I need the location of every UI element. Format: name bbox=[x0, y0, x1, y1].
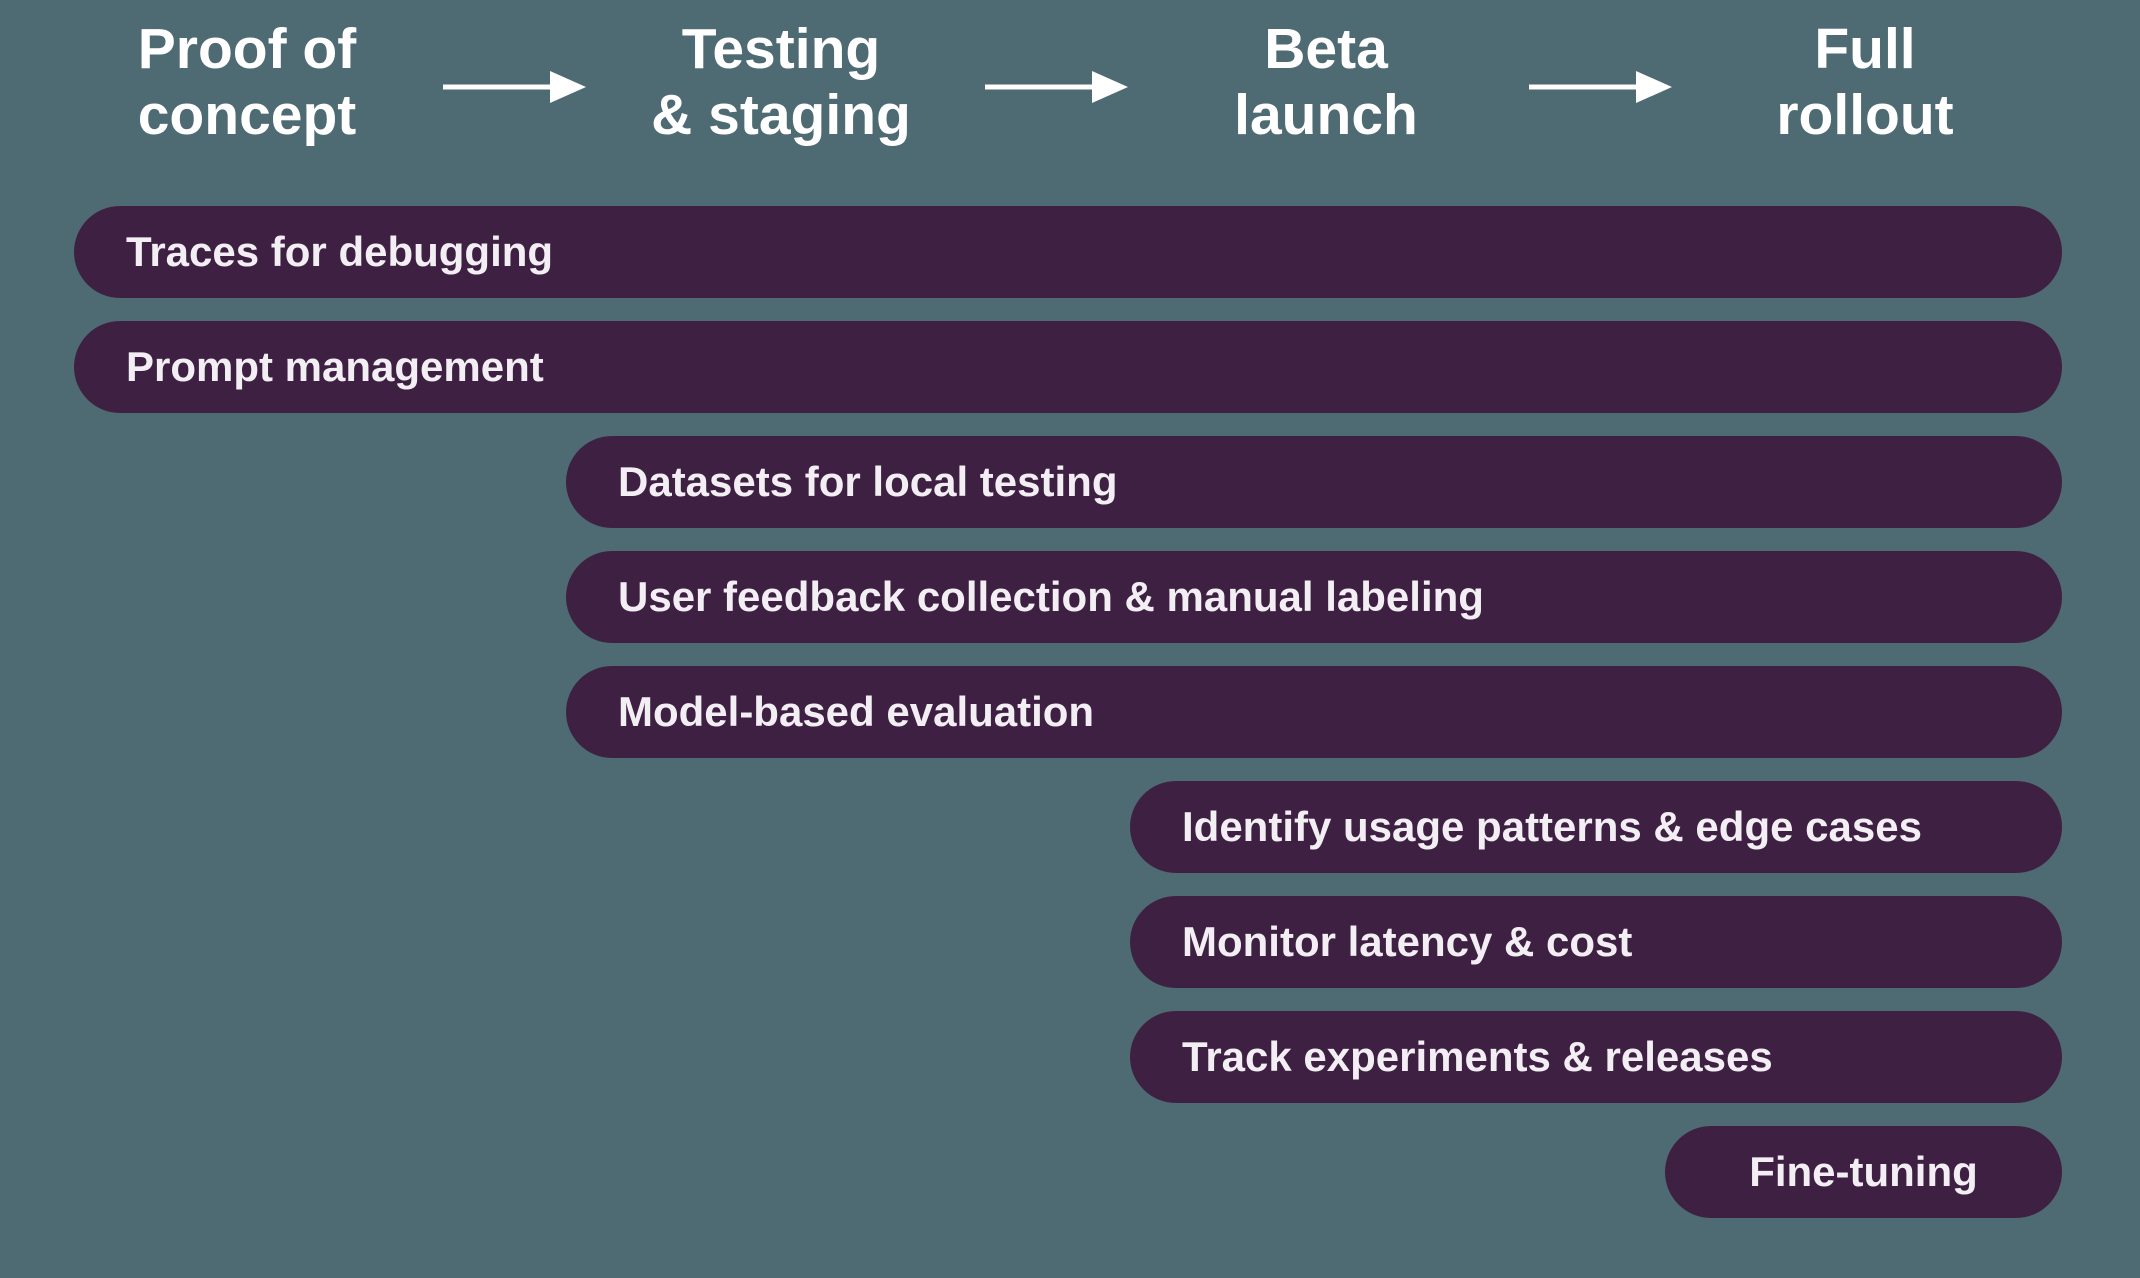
bar-identify-usage-patterns: Identify usage patterns & edge cases bbox=[1130, 781, 2062, 873]
bar-label: Identify usage patterns & edge cases bbox=[1182, 803, 1922, 850]
arrow-right-icon bbox=[985, 71, 1128, 103]
phase-header-full-rollout: Full rollout bbox=[1776, 17, 1954, 147]
bar-fine-tuning: Fine-tuning bbox=[1665, 1126, 2062, 1218]
bar-track-experiments-releases: Track experiments & releases bbox=[1130, 1011, 2062, 1103]
bar-label: Track experiments & releases bbox=[1182, 1033, 1773, 1080]
phase-header-beta-launch: Beta launch bbox=[1234, 17, 1418, 147]
bar-datasets-for-local-testing: Datasets for local testing bbox=[566, 436, 2062, 528]
bar-user-feedback-collection: User feedback collection & manual labeli… bbox=[566, 551, 2062, 643]
bar-model-based-evaluation: Model-based evaluation bbox=[566, 666, 2062, 758]
bar-label: Prompt management bbox=[126, 343, 544, 390]
phase-header-proof-of-concept: Proof of concept bbox=[137, 17, 357, 147]
phase-header-testing-staging: Testing & staging bbox=[651, 17, 911, 147]
bar-label: User feedback collection & manual labeli… bbox=[618, 573, 1484, 620]
bar-label: Datasets for local testing bbox=[618, 458, 1118, 505]
bar-label: Monitor latency & cost bbox=[1182, 918, 1633, 965]
bar-label: Model-based evaluation bbox=[618, 688, 1095, 735]
bar-monitor-latency-cost: Monitor latency & cost bbox=[1130, 896, 2062, 988]
arrow-right-icon bbox=[443, 71, 586, 103]
bar-prompt-management: Prompt management bbox=[74, 321, 2062, 413]
arrow-right-icon bbox=[1529, 71, 1672, 103]
bar-traces-for-debugging: Traces for debugging bbox=[74, 206, 2062, 298]
bar-label: Fine-tuning bbox=[1749, 1148, 1978, 1195]
bar-label: Traces for debugging bbox=[126, 228, 554, 275]
